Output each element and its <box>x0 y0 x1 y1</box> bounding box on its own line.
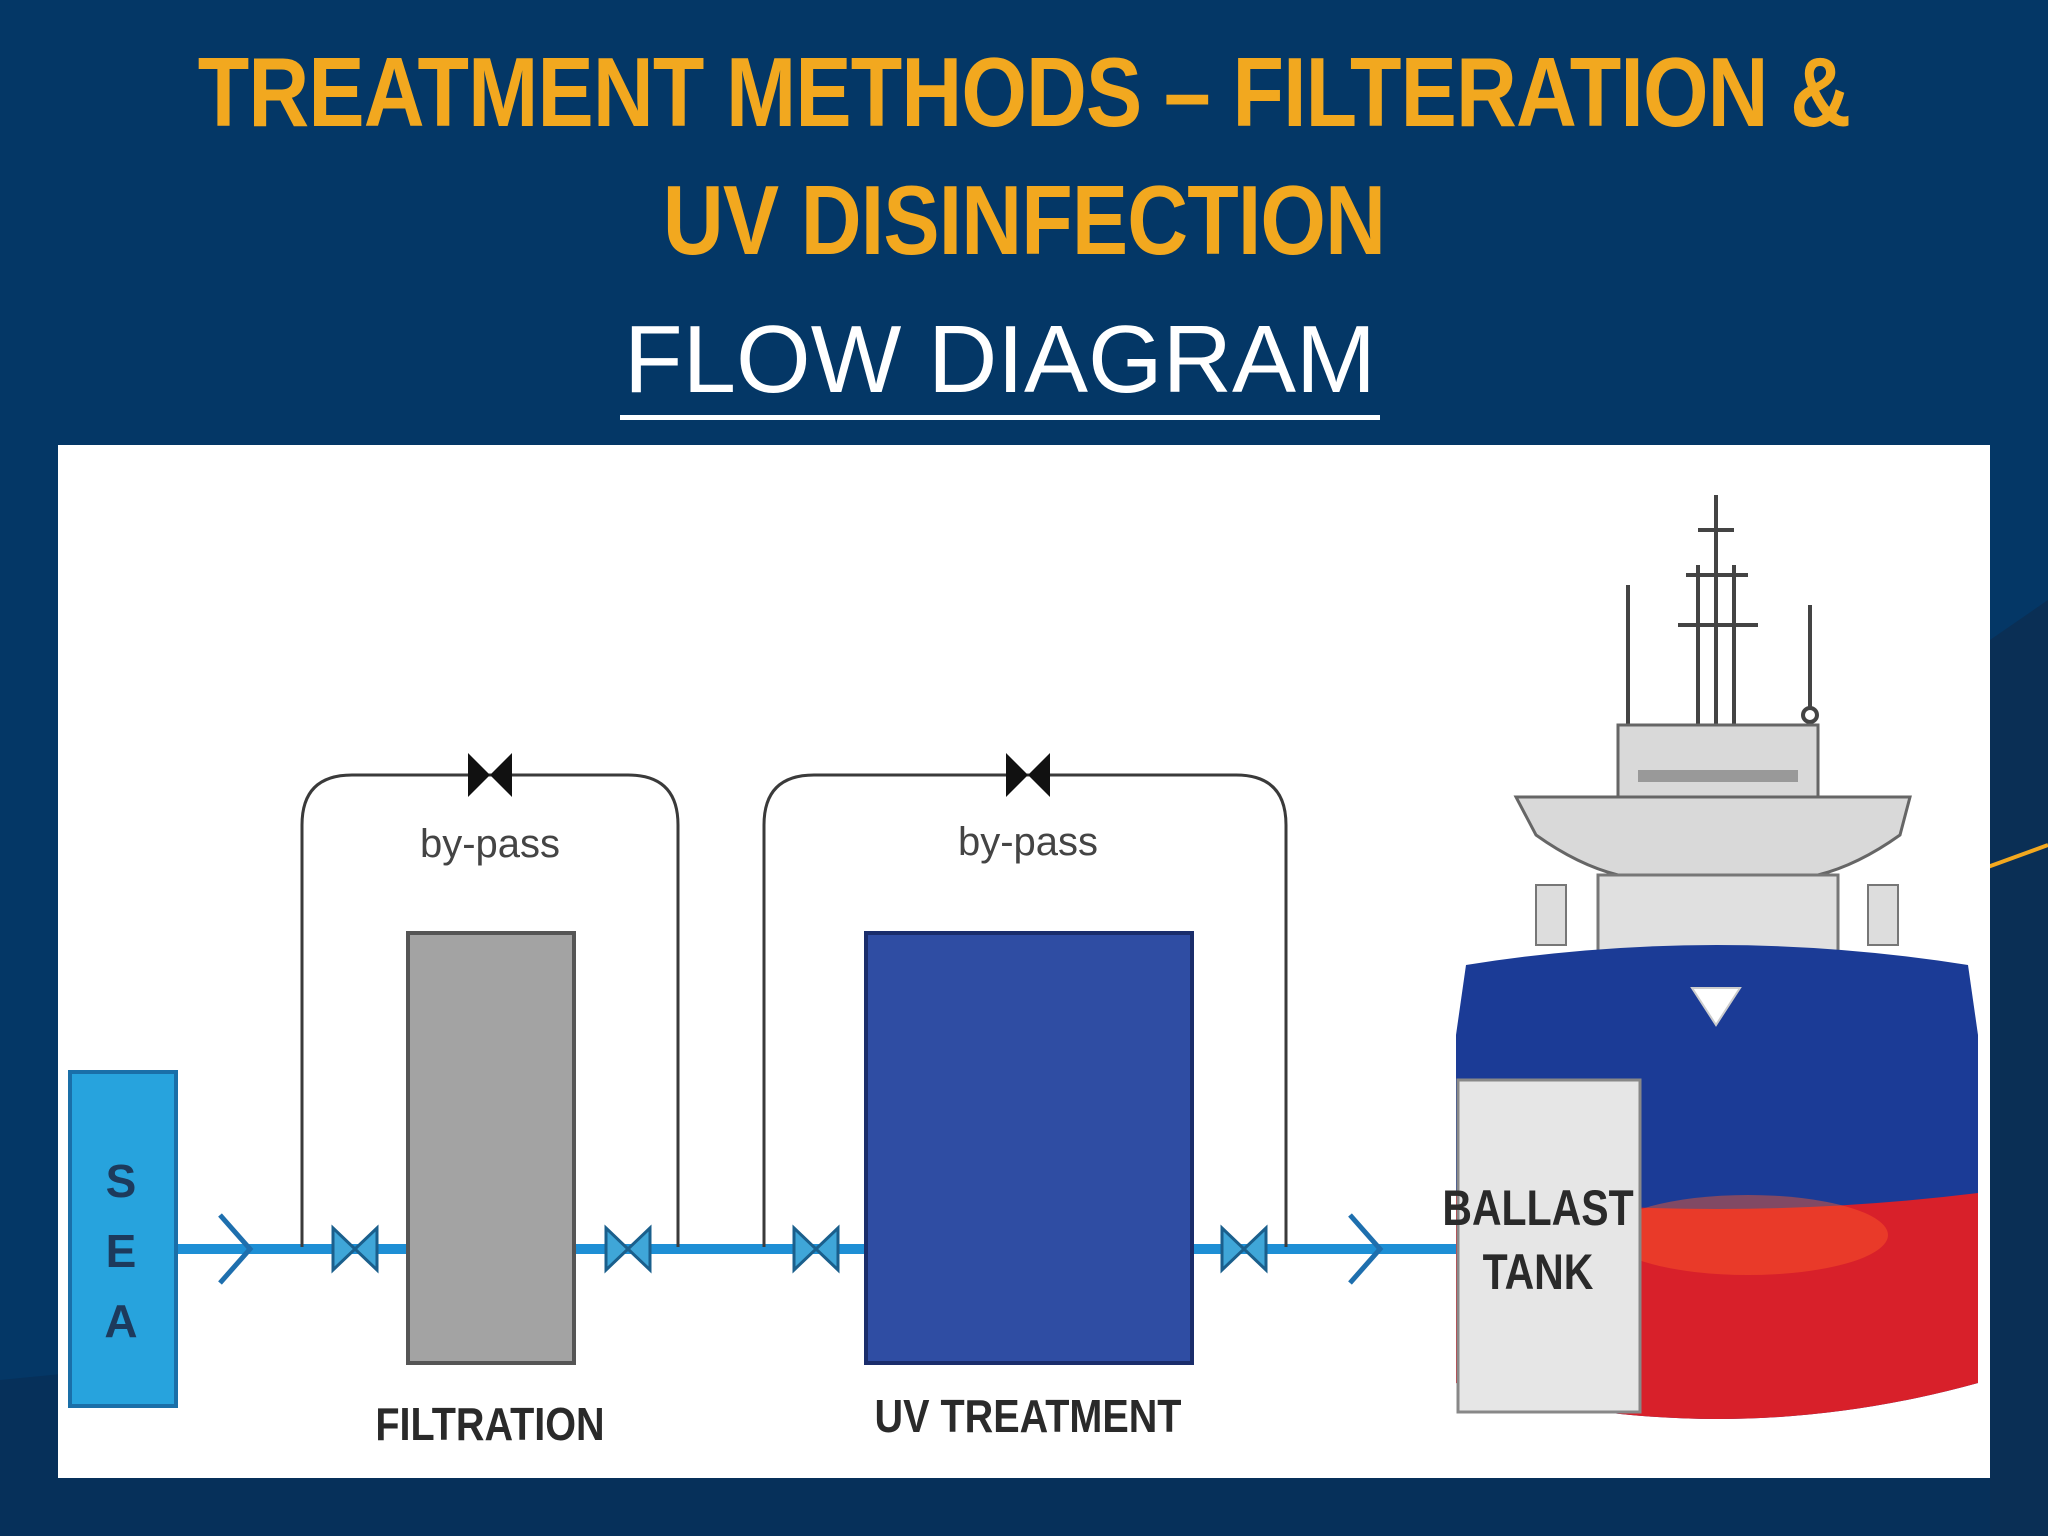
valve-3-icon <box>792 1224 840 1274</box>
title-line-2: UV DISINFECTION <box>662 165 1386 275</box>
flow-arrow-1 <box>218 1213 254 1285</box>
valve-1-icon <box>331 1224 379 1274</box>
subtitle-text: FLOW DIAGRAM <box>619 306 1380 420</box>
filtration-unit <box>406 931 576 1365</box>
uv-treatment-unit <box>864 931 1194 1365</box>
filtration-label: FILTRATION <box>375 1399 604 1450</box>
uv-treatment-label: UV TREATMENT <box>875 1391 1182 1442</box>
flow-diagram: S E A by-pass by-pass FILTRATI <box>58 445 1990 1478</box>
sea-label-e: E <box>106 1225 137 1277</box>
flow-diagram-svg: S E A by-pass by-pass FILTRATI <box>68 495 1978 1451</box>
sea-label-s: S <box>106 1155 137 1207</box>
ballast-label-line1: BALLAST <box>1442 1180 1633 1236</box>
ship-wing-deck <box>1513 795 1912 877</box>
ship-accommodation <box>1596 873 1840 957</box>
main-pipe <box>158 1244 1558 1254</box>
bypass-valve-2-icon <box>1006 753 1050 797</box>
valve-4-icon <box>1220 1224 1268 1274</box>
ship-bridge <box>1616 723 1820 799</box>
flow-arrow-2 <box>1348 1213 1384 1285</box>
ballast-label-line2: TANK <box>1483 1244 1594 1300</box>
bypass-valve-1-icon <box>468 753 512 797</box>
bypass-label-1: by-pass <box>420 822 560 866</box>
ship-bow-emblem-icon <box>1690 987 1742 1027</box>
ballast-tank <box>1456 1078 1642 1414</box>
bypass-label-2: by-pass <box>958 820 1098 864</box>
slide-title: TREATMENT METHODS – FILTERATION & UV DIS… <box>143 28 1904 284</box>
ship-mast <box>1626 495 1819 745</box>
sea-box: S E A <box>68 1070 178 1408</box>
title-line-1: TREATMENT METHODS – FILTERATION & <box>197 37 1851 147</box>
valve-2-icon <box>604 1224 652 1274</box>
accent-line <box>1984 843 2048 870</box>
slide-subtitle: FLOW DIAGRAM <box>0 305 2000 420</box>
sea-label-a: A <box>104 1295 137 1347</box>
